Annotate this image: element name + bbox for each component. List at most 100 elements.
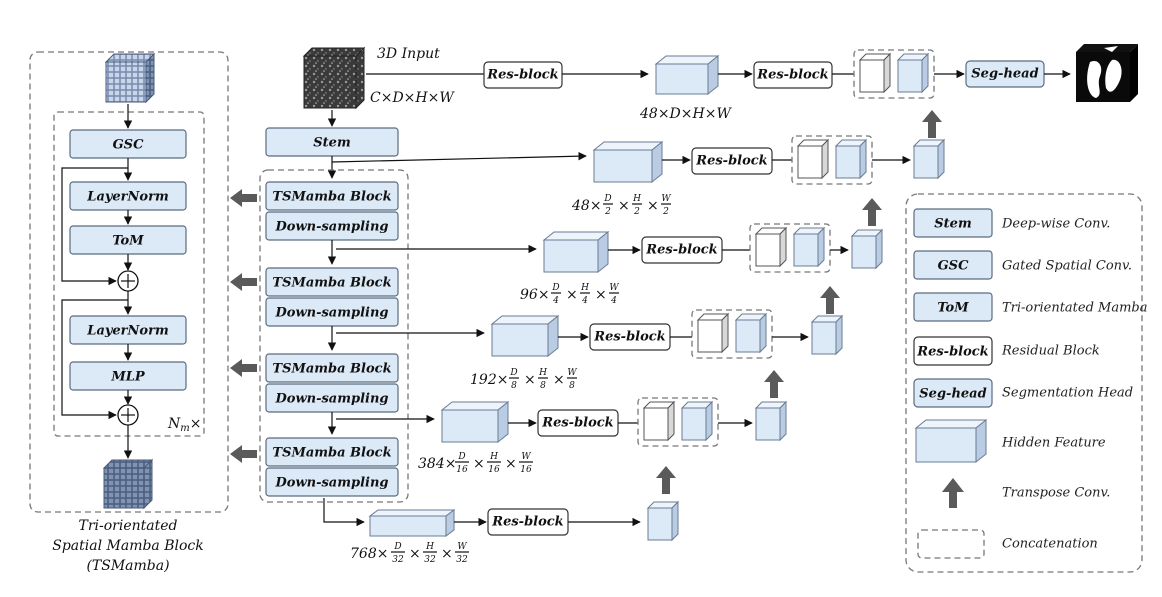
- svg-text:×: ×: [566, 287, 578, 303]
- encoder-stage-2: TSMamba Block Down-sampling: [265, 267, 399, 327]
- svg-text:96×: 96×: [520, 287, 550, 303]
- svg-text:H: H: [632, 194, 641, 204]
- legend-desc: Tri-orientated Mamba: [1002, 301, 1148, 316]
- concat-cube-white: [754, 226, 788, 268]
- upsampled-cube: [850, 228, 884, 270]
- res-block-label: Res-block: [756, 68, 828, 83]
- legend-desc: Residual Block: [1001, 344, 1100, 359]
- tsmamba-block-label: TSMamba Block: [272, 362, 391, 377]
- feature-dims-2: 96× D4 × H4 × W4: [520, 283, 619, 306]
- svg-text:H: H: [538, 368, 547, 378]
- svg-text:D: D: [509, 368, 517, 378]
- tsmamba-inner-frame: [53, 111, 205, 437]
- tsmamba-caption-1: Tri-orientated: [79, 518, 178, 534]
- legend-desc: Concatenation: [1002, 537, 1098, 552]
- concatenation-frame: [691, 309, 773, 359]
- svg-text:×: ×: [524, 372, 536, 388]
- svg-text:W: W: [521, 452, 531, 462]
- res-block-label: Res-block: [486, 68, 558, 83]
- svg-text:H: H: [580, 283, 589, 293]
- tsmamba-caption-2: Spatial Mamba Block: [52, 538, 204, 554]
- concatenation-frame: [853, 49, 935, 99]
- legend-desc: Gated Spatial Conv.: [1002, 259, 1132, 274]
- downsampling-label: Down-sampling: [275, 392, 389, 407]
- transpose-conv-arrow-icon: [942, 478, 964, 508]
- feature-dims-3: 192× D8 × H8 × W8: [470, 368, 577, 391]
- downsampling-label: Down-sampling: [275, 306, 389, 321]
- svg-text:×: ×: [505, 456, 517, 472]
- legend-key: GSC: [938, 259, 969, 274]
- svg-text:×: ×: [647, 198, 659, 214]
- transpose-conv-arrow-icon: [820, 286, 840, 314]
- legend-desc: Hidden Feature: [1001, 436, 1106, 451]
- input-title: 3D Input: [377, 46, 440, 62]
- expand-arrows: [230, 189, 257, 463]
- feature-dims-1: 48× D2 × H2 × W2: [571, 194, 671, 217]
- tsmamba-block-label: TSMamba Block: [272, 190, 391, 205]
- left-arrow-icon: [230, 189, 257, 207]
- res-block: [691, 147, 773, 175]
- svg-text:8: 8: [569, 381, 575, 391]
- svg-text:×: ×: [441, 546, 453, 562]
- residual-connection-2: [61, 299, 128, 420]
- svg-text:48×: 48×: [571, 198, 602, 214]
- upsampled-cube: [754, 400, 788, 442]
- upsampled-cube: [912, 138, 946, 180]
- res-block-label: Res-block: [645, 243, 717, 258]
- concatenation-frame: [791, 135, 873, 185]
- legend-key: Seg-head: [919, 387, 986, 402]
- feature-dims-4: 384× D16 × H16 × W16: [418, 452, 533, 475]
- encoder-stage-3: TSMamba Block Down-sampling: [265, 353, 399, 413]
- input-volume: [302, 46, 366, 110]
- svg-text:4: 4: [552, 296, 559, 306]
- encoder-stage-4: TSMamba Block Down-sampling: [265, 437, 399, 497]
- svg-text:16: 16: [520, 465, 532, 475]
- input-volume-icon: [104, 52, 156, 104]
- svg-text:×: ×: [595, 287, 607, 303]
- layernorm-label-2: LayerNorm: [86, 324, 168, 339]
- legend-desc: Deep-wise Conv.: [1001, 217, 1110, 232]
- svg-text:2: 2: [604, 207, 611, 217]
- stem-label: Stem: [313, 136, 350, 151]
- transpose-conv-arrow-icon: [862, 198, 882, 226]
- res-block-label: Res-block: [491, 515, 563, 530]
- segmentation-output: [1076, 44, 1138, 102]
- concat-cube-blue: [834, 138, 868, 180]
- concat-cube-white: [642, 400, 676, 442]
- hidden-feature-cube: [592, 140, 664, 184]
- concat-cube-blue: [734, 312, 768, 354]
- svg-text:32: 32: [456, 555, 468, 565]
- output-volume-icon: [102, 458, 154, 510]
- upsampled-cube: [810, 314, 844, 356]
- encoder-stage-1: TSMamba Block Down-sampling: [265, 181, 399, 241]
- svg-text:192×: 192×: [470, 372, 508, 388]
- svg-text:D: D: [393, 542, 401, 552]
- svg-text:D: D: [603, 194, 611, 204]
- svg-text:8: 8: [511, 381, 517, 391]
- residual-connection-1: [61, 167, 128, 286]
- svg-text:2: 2: [633, 207, 640, 217]
- mlp-label: MLP: [110, 370, 146, 385]
- legend-key: Res-block: [916, 345, 988, 360]
- svg-text:2: 2: [662, 207, 669, 217]
- legend: Stem Deep-wise Conv. GSC Gated Spatial C…: [905, 193, 1148, 573]
- concat-cube-white: [796, 138, 830, 180]
- svg-text:H: H: [489, 452, 498, 462]
- hidden-feature-cube: [654, 54, 720, 96]
- svg-text:W: W: [609, 283, 619, 293]
- svg-text:8: 8: [540, 381, 546, 391]
- svg-text:32: 32: [392, 555, 404, 565]
- feature-dims-0: 48×D×H×W: [639, 106, 732, 122]
- concat-cube-white: [696, 312, 730, 354]
- feature-dims-5: 768× D32 × H32 × W32: [350, 542, 469, 565]
- svg-text:×: ×: [618, 198, 630, 214]
- concat-cube-white: [858, 52, 892, 94]
- legend-frame: [905, 193, 1143, 573]
- hidden-feature-cube: [542, 230, 610, 274]
- left-arrow-icon: [230, 359, 257, 377]
- legend-desc: Transpose Conv.: [1002, 486, 1110, 501]
- svg-text:D: D: [457, 452, 465, 462]
- svg-text:W: W: [457, 542, 467, 552]
- tsmamba-outer-frame: [29, 51, 229, 513]
